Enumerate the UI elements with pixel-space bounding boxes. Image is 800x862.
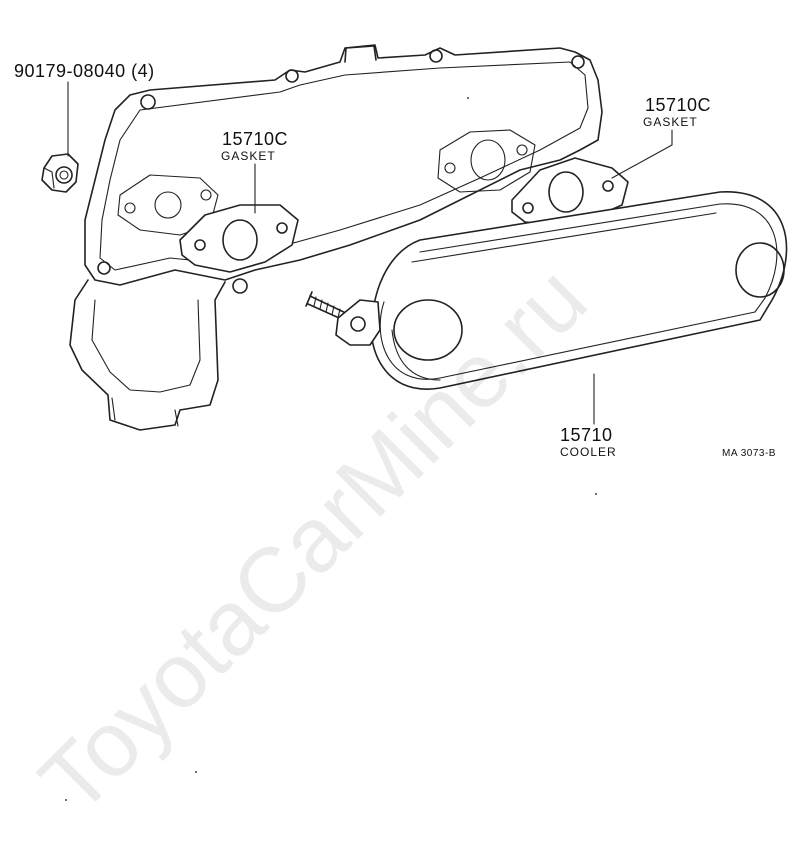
- gasket-right: [511, 157, 629, 226]
- part-number-label: 90179-08040 (4): [14, 61, 155, 81]
- part-number-label: 15710C: [645, 95, 712, 115]
- part-number-label: 15710C: [222, 129, 289, 149]
- part-name-label: GASKET: [221, 149, 276, 163]
- part-name-label: COOLER: [560, 445, 617, 459]
- part-name-label: GASKET: [643, 115, 698, 129]
- housing: [69, 44, 603, 431]
- oil-cooler: [305, 191, 788, 390]
- specks: [65, 97, 597, 801]
- reference-code: MA 3073-B: [722, 448, 776, 459]
- nut: [41, 153, 79, 193]
- gasket-left: [179, 204, 299, 273]
- part-number-label: 15710: [560, 425, 613, 445]
- leader-lines: [67, 81, 673, 425]
